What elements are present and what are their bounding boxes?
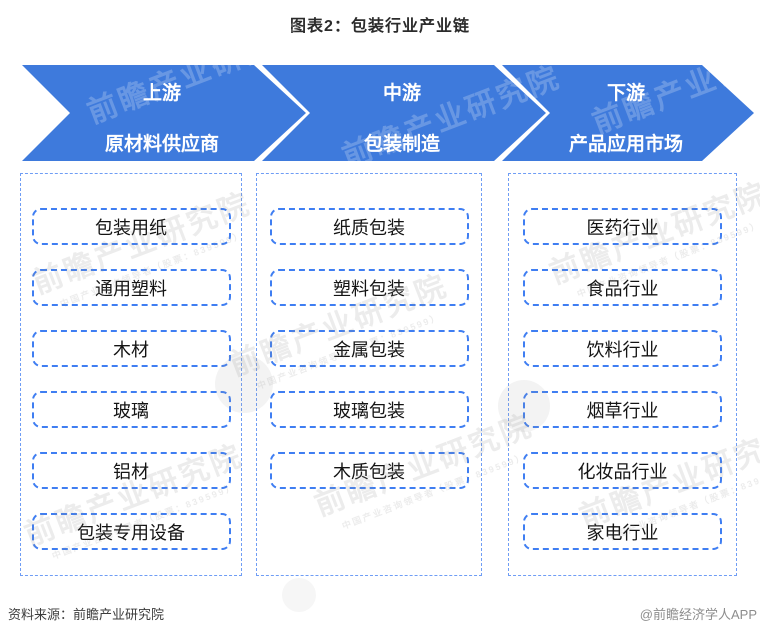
item-box: 金属包装 <box>269 330 469 367</box>
item-box: 塑料包装 <box>269 269 469 306</box>
stage-arrow-downstream-labels: 下游 产品应用市场 <box>550 65 702 161</box>
watermark-logo-circle <box>282 578 316 612</box>
item-box: 食品行业 <box>523 269 722 306</box>
item-box: 家电行业 <box>523 513 722 550</box>
item-box: 玻璃包装 <box>269 391 469 428</box>
stage-tier-label: 中游 <box>382 83 421 104</box>
stage-tier-label: 上游 <box>142 83 181 104</box>
stage-name-label: 原材料供应商 <box>104 134 219 155</box>
item-box: 铝材 <box>31 452 231 489</box>
item-box: 烟草行业 <box>523 391 722 428</box>
column-midstream: 纸质包装 塑料包装 金属包装 玻璃包装 木质包装 <box>256 173 482 576</box>
stage-arrow-upstream: 上游 原材料供应商 <box>22 65 306 161</box>
item-box: 木材 <box>31 330 231 367</box>
stage-arrow-midstream-labels: 中游 包装制造 <box>310 65 494 161</box>
item-box: 玻璃 <box>31 391 231 428</box>
stage-tier-label: 下游 <box>606 83 645 104</box>
column-downstream: 医药行业 食品行业 饮料行业 烟草行业 化妆品行业 家电行业 <box>508 173 737 576</box>
stage-arrow-upstream-labels: 上游 原材料供应商 <box>70 65 254 161</box>
item-box: 包装专用设备 <box>31 513 231 550</box>
item-box: 化妆品行业 <box>523 452 722 489</box>
item-box: 纸质包装 <box>269 208 469 245</box>
stage-name-label: 包装制造 <box>363 134 440 155</box>
item-box: 饮料行业 <box>523 330 722 367</box>
item-box: 医药行业 <box>523 208 722 245</box>
column-upstream: 包装用纸 通用塑料 木材 玻璃 铝材 包装专用设备 <box>20 173 242 576</box>
source-note: 资料来源：前瞻产业研究院 <box>8 607 165 622</box>
credit-note: @前瞻经济学人APP <box>639 607 757 622</box>
item-box: 木质包装 <box>269 452 469 489</box>
stage-name-label: 产品应用市场 <box>568 134 683 155</box>
item-box: 包装用纸 <box>31 208 231 245</box>
chart-title: 图表2：包装行业产业链 <box>290 18 470 35</box>
item-box: 通用塑料 <box>31 269 231 306</box>
